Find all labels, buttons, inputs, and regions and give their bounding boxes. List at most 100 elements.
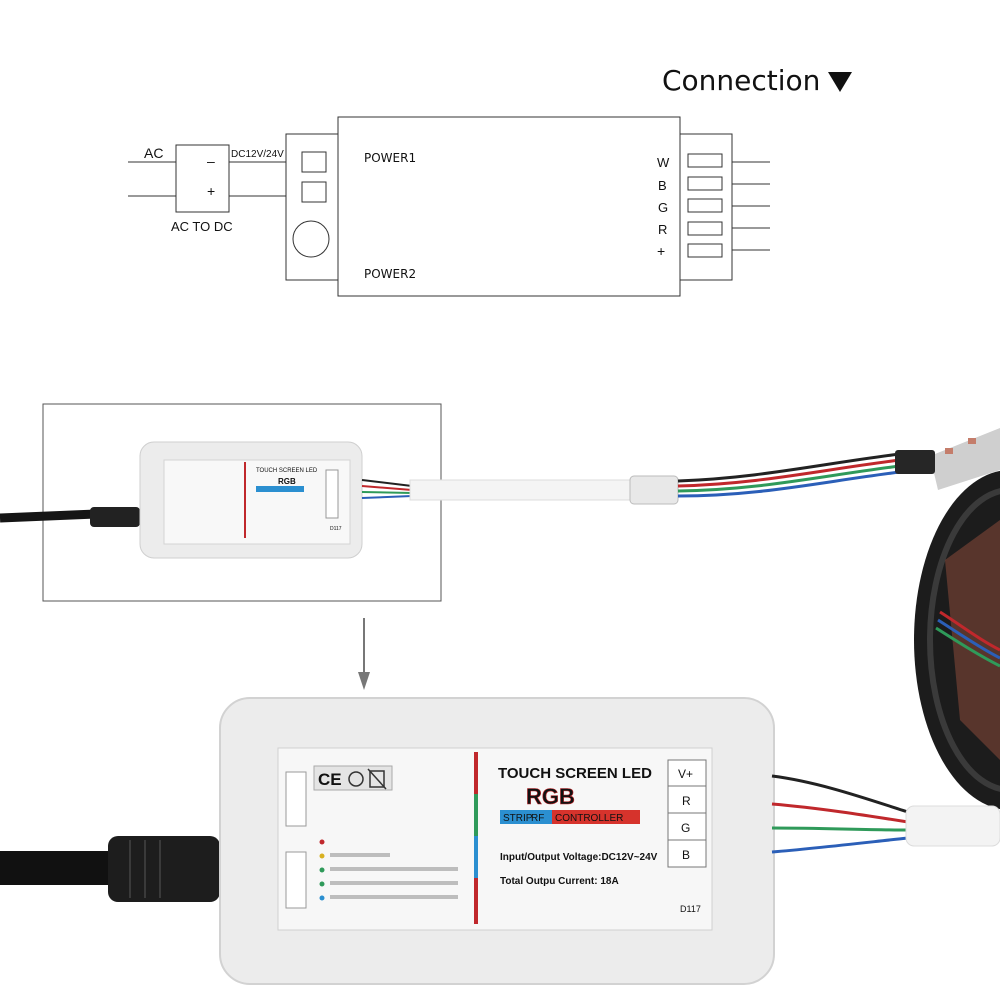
output-label-r: R xyxy=(658,222,667,237)
led-chip xyxy=(968,438,976,444)
current-spec: Total Outpu Current: 18A xyxy=(500,876,619,887)
output-port-w xyxy=(687,153,723,168)
wiring-diagram xyxy=(128,116,770,297)
model-number: D117 xyxy=(680,904,701,914)
power2-label: POWER2 xyxy=(364,267,416,281)
terminal-b-label: B xyxy=(682,848,690,862)
bullet-green xyxy=(319,867,325,873)
inset-model: D117 xyxy=(330,526,342,532)
large-controller: CE TOUCH SCREEN LED RGB STRIP RF CONTROL… xyxy=(0,697,775,985)
fine-print xyxy=(330,853,390,857)
weee-bin-icon xyxy=(369,770,385,788)
power1-port xyxy=(301,151,327,173)
bullet-red xyxy=(319,839,325,845)
divider-red xyxy=(474,878,478,924)
rf-word: RF xyxy=(531,813,544,824)
led-chip xyxy=(945,448,953,454)
inset-wire-red xyxy=(361,485,413,491)
ribbon-wire-blue xyxy=(677,470,901,498)
output-cable-sheath xyxy=(905,805,1000,847)
ac-to-dc-label: AC TO DC xyxy=(171,219,233,234)
inset-rgb: RGB xyxy=(278,477,296,486)
inset-label xyxy=(163,459,351,545)
output-port-r xyxy=(687,221,723,236)
arrow-down-icon xyxy=(358,618,370,690)
controller-right-block xyxy=(679,133,733,281)
terminal-vplus-label: V+ xyxy=(678,767,693,781)
divider-green xyxy=(474,794,478,836)
terminal-r-label: R xyxy=(682,794,691,808)
divider-blue xyxy=(474,836,478,878)
bullet-green xyxy=(319,881,325,887)
output-port-plus xyxy=(687,243,723,258)
inset-wire-blue xyxy=(361,495,413,499)
inset-dc-plug xyxy=(90,507,140,527)
voltage-spec: Input/Output Voltage:DC12V~24V xyxy=(500,852,658,863)
led-strip-tail xyxy=(930,428,1000,490)
ac-to-dc-box xyxy=(175,144,230,213)
label-output-port-box xyxy=(285,851,307,909)
terminal-r xyxy=(667,785,707,814)
heading-text: Connection xyxy=(662,64,821,97)
inset-power-cable xyxy=(0,509,97,523)
extension-cable xyxy=(409,479,633,501)
power1-label: POWER1 xyxy=(364,151,416,165)
inset-terminal-block xyxy=(325,469,339,519)
led-strip-reel xyxy=(914,428,1000,810)
inset-controller: TOUCH SCREEN LED RGB D117 xyxy=(0,441,935,559)
dc-voltage-label: DC12V/24V xyxy=(231,149,284,160)
terminal-block: V+ R G B xyxy=(667,759,707,868)
controller-rgb: RGB xyxy=(526,784,575,809)
ribbon-wire-black xyxy=(677,452,901,483)
ribbon-wire-green xyxy=(677,464,901,493)
reel-ring xyxy=(927,488,1000,792)
controller-band xyxy=(552,810,640,824)
output-label-plus: + xyxy=(657,243,665,259)
output-port-b xyxy=(687,176,723,191)
terminal-g-label: G xyxy=(681,821,690,835)
controller-word: CONTROLLER xyxy=(555,813,623,824)
fine-print xyxy=(330,881,458,885)
inset-strip-band xyxy=(256,486,304,492)
label-power-port-box xyxy=(285,771,307,827)
ce-mark: CE xyxy=(318,770,342,789)
ribbon-wire-red xyxy=(677,458,901,488)
output-label-w: W xyxy=(657,155,670,170)
power2-port xyxy=(301,181,327,203)
wire-black xyxy=(771,774,909,814)
recycle-icon xyxy=(348,771,364,787)
dc-plug xyxy=(108,836,220,902)
connection-heading: Connection xyxy=(662,64,853,97)
bullet-blue xyxy=(319,895,325,901)
strip-word: STRIP xyxy=(503,813,533,824)
output-label-b: B xyxy=(658,178,667,193)
terminal-g xyxy=(667,812,707,841)
terminal-vplus xyxy=(667,759,707,787)
fine-print xyxy=(330,867,458,871)
output-wires xyxy=(771,774,909,854)
wire-blue xyxy=(771,836,909,854)
ac-label: AC xyxy=(144,145,163,161)
output-port-g xyxy=(687,198,723,213)
plus-label: + xyxy=(207,183,215,199)
strip-band xyxy=(500,810,552,824)
wire-red xyxy=(771,802,909,824)
triangle-down-icon xyxy=(828,72,853,92)
fine-print xyxy=(330,895,458,899)
bullet-yellow xyxy=(319,853,325,859)
controller-left-block xyxy=(285,133,339,281)
inset-wire-black xyxy=(361,479,413,487)
strip-clip xyxy=(895,450,935,474)
inset-wire-green xyxy=(361,491,413,494)
minus-label: – xyxy=(207,153,215,169)
strip-connector xyxy=(629,475,679,505)
wiring-labels: AC AC TO DC – + DC12V/24V POWER1 POWER2 … xyxy=(144,145,670,281)
terminal-b xyxy=(667,839,707,868)
inset-divider xyxy=(244,462,246,538)
reel-wire-blue xyxy=(937,618,1000,660)
controller-title: TOUCH SCREEN LED xyxy=(498,765,652,782)
output-label-g: G xyxy=(658,200,668,215)
wire-green xyxy=(771,826,909,832)
reel-wire-red xyxy=(939,610,1000,652)
